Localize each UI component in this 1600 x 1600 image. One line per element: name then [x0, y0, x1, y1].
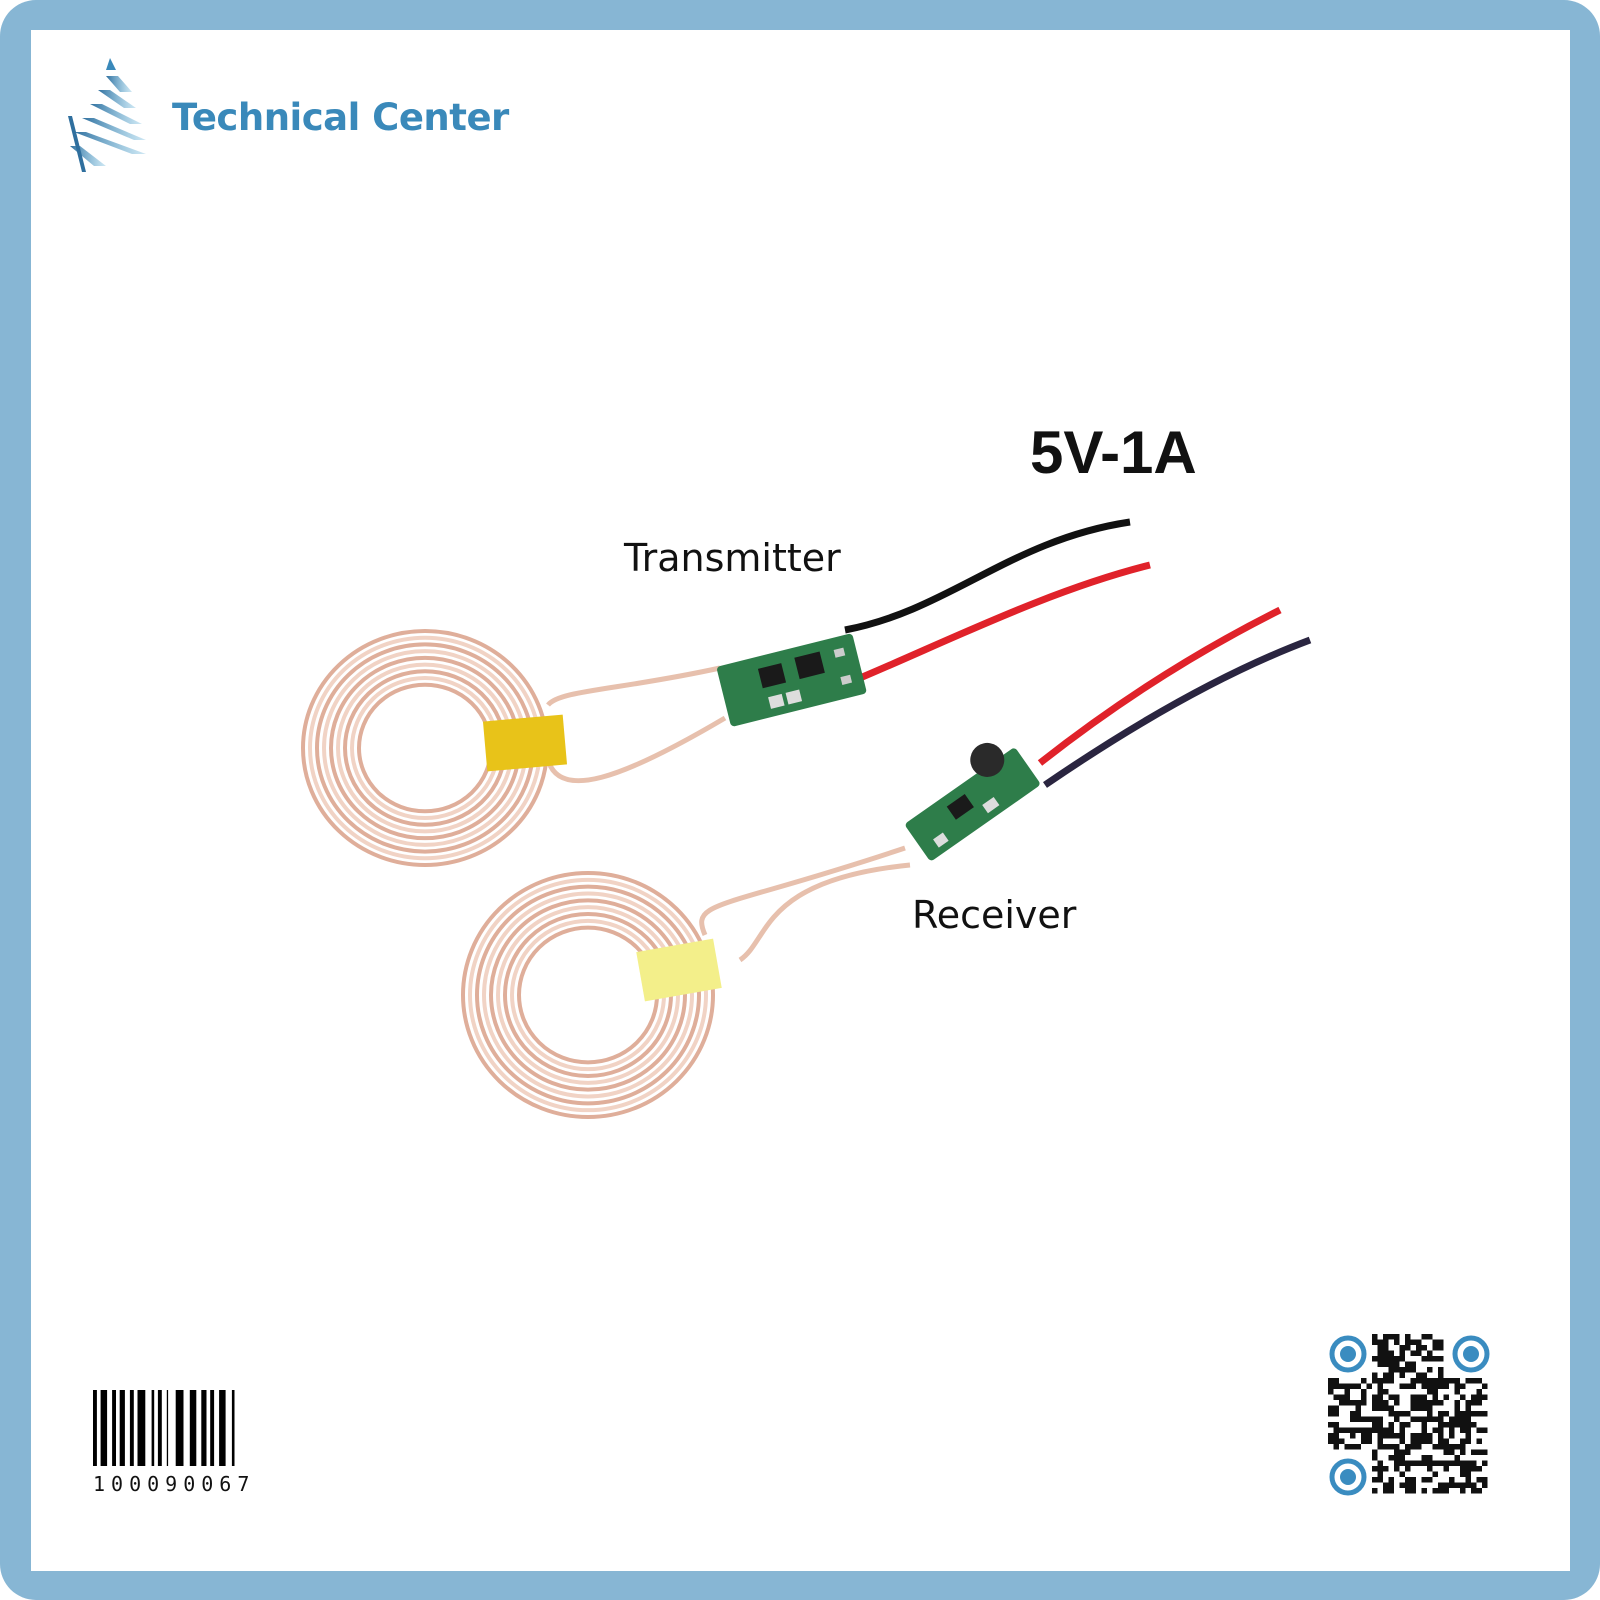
- transmitter-pcb: [717, 633, 867, 727]
- brand-logo-icon: [68, 58, 146, 172]
- qr-finder-icon: [1452, 1335, 1490, 1373]
- transmitter-label: Transmitter: [624, 536, 841, 580]
- transmitter-coil-lead: [545, 665, 727, 784]
- receiver-tape: [636, 938, 722, 1002]
- transmitter-black-wire: [844, 518, 1131, 634]
- brand-name: Technical Center: [172, 96, 509, 139]
- barcode-bar: [119, 1390, 125, 1466]
- qr-finder-icon: [1329, 1335, 1367, 1373]
- barcode-bar: [210, 1390, 215, 1466]
- barcode: [93, 1390, 235, 1466]
- barcode-bar: [166, 1390, 169, 1466]
- barcode-bar: [112, 1390, 116, 1466]
- barcode-bar: [201, 1390, 207, 1466]
- barcode-bar: [189, 1390, 197, 1466]
- barcode-bar: [129, 1390, 134, 1466]
- transmitter-tape: [482, 714, 568, 772]
- barcode-number: 100090067: [93, 1472, 256, 1496]
- transmitter-red-wire: [858, 561, 1151, 682]
- receiver-pcb: [905, 742, 1040, 861]
- content-area: [31, 30, 1570, 1571]
- qr-code: [1328, 1334, 1490, 1496]
- receiver-red-wire: [1037, 606, 1282, 766]
- qr-finder-icon: [1329, 1458, 1367, 1496]
- barcode-bar: [219, 1390, 226, 1466]
- receiver-coil-lead: [699, 845, 911, 963]
- barcode-bar: [175, 1390, 184, 1466]
- receiver-label: Receiver: [912, 893, 1077, 937]
- barcode-bar: [137, 1390, 146, 1466]
- barcode-bar: [151, 1390, 155, 1466]
- barcode-bar: [93, 1390, 97, 1466]
- barcode-bar: [100, 1390, 108, 1466]
- receiver-black-wire: [1043, 636, 1312, 788]
- spec-label: 5V-1A: [1030, 419, 1197, 486]
- barcode-bar: [231, 1390, 235, 1466]
- barcode-bar: [157, 1390, 162, 1466]
